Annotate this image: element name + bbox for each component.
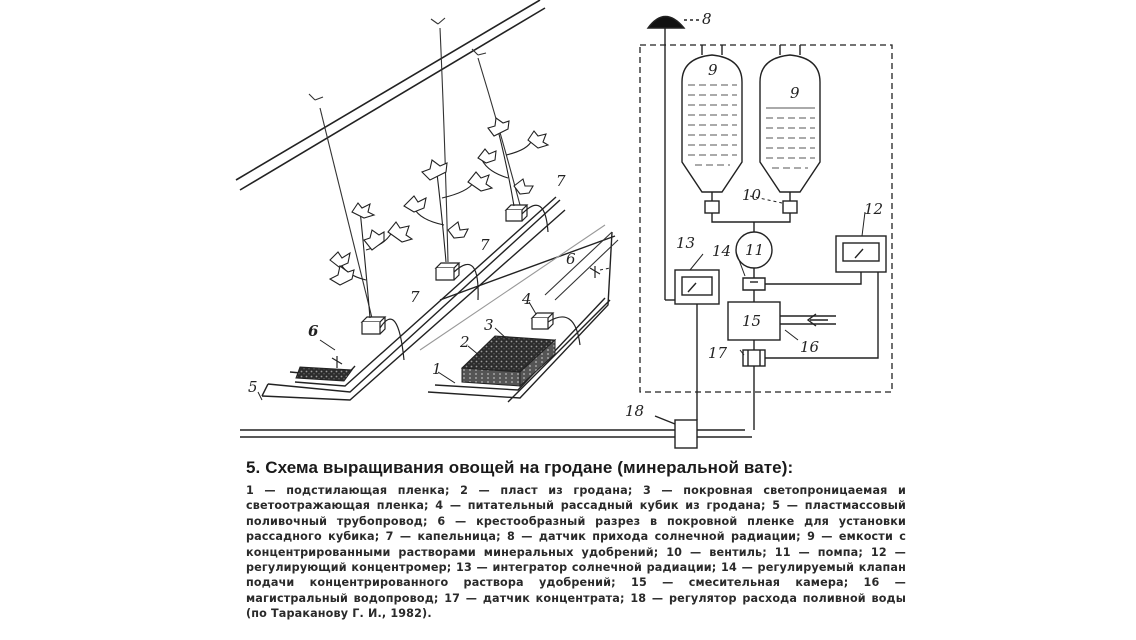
label-17: 17 [708, 344, 728, 362]
bed-rail-lines [419, 224, 619, 351]
label-13: 13 [676, 234, 695, 252]
cultivation-diagram: 1 2 3 4 5 6 6 7 7 7 8 9 9 10 11 12 13 14… [235, 0, 893, 449]
label-7-right: 7 [556, 172, 566, 190]
label-5: 5 [248, 378, 258, 396]
solar-integrator [665, 269, 720, 420]
drip-tubes [379, 204, 581, 361]
valves [704, 192, 798, 232]
main-water-pipe [780, 313, 836, 327]
label-16: 16 [800, 338, 820, 356]
label-15: 15 [742, 312, 761, 330]
flow-regulator [654, 415, 698, 449]
label-6-left: 6 [308, 322, 319, 340]
callout-leaders [257, 195, 866, 401]
label-10: 10 [742, 186, 762, 204]
label-9-right: 9 [790, 84, 800, 102]
label-8: 8 [702, 10, 712, 28]
label-12: 12 [864, 200, 883, 218]
trellis-wire [235, 0, 546, 191]
label-4: 4 [521, 290, 532, 308]
cucumber-plants [328, 117, 550, 319]
label-2: 2 [459, 333, 470, 351]
label-11: 11 [745, 241, 764, 259]
label-3: 3 [484, 316, 494, 334]
caption-legend: 1 — подстилающая пленка; 2 — пласт из гр… [246, 484, 906, 621]
control-unit-boundary [639, 44, 893, 393]
grodan-slab [460, 335, 557, 388]
label-7-mid: 7 [480, 236, 490, 254]
label-9-left: 9 [708, 61, 718, 79]
label-14: 14 [712, 242, 731, 260]
label-1: 1 [432, 360, 442, 378]
cross-cut-marks [331, 266, 601, 368]
concentrate-sensor [742, 340, 766, 430]
left-mat-slab [295, 366, 353, 382]
tank-liquid-lines [688, 84, 815, 169]
figure-caption: 5. Схема выращивания овощей на гродане (… [246, 458, 906, 622]
regulating-valve [742, 268, 766, 302]
solar-sensor [646, 15, 700, 300]
caption-title: 5. Схема выращивания овощей на гродане (… [246, 458, 794, 477]
label-18: 18 [625, 402, 644, 420]
seedling-cubes [360, 204, 555, 335]
watering-pipe [240, 429, 752, 438]
label-7-left: 7 [410, 288, 420, 306]
label-6-right: 6 [566, 250, 576, 268]
regulating-concentrometer [765, 235, 887, 359]
